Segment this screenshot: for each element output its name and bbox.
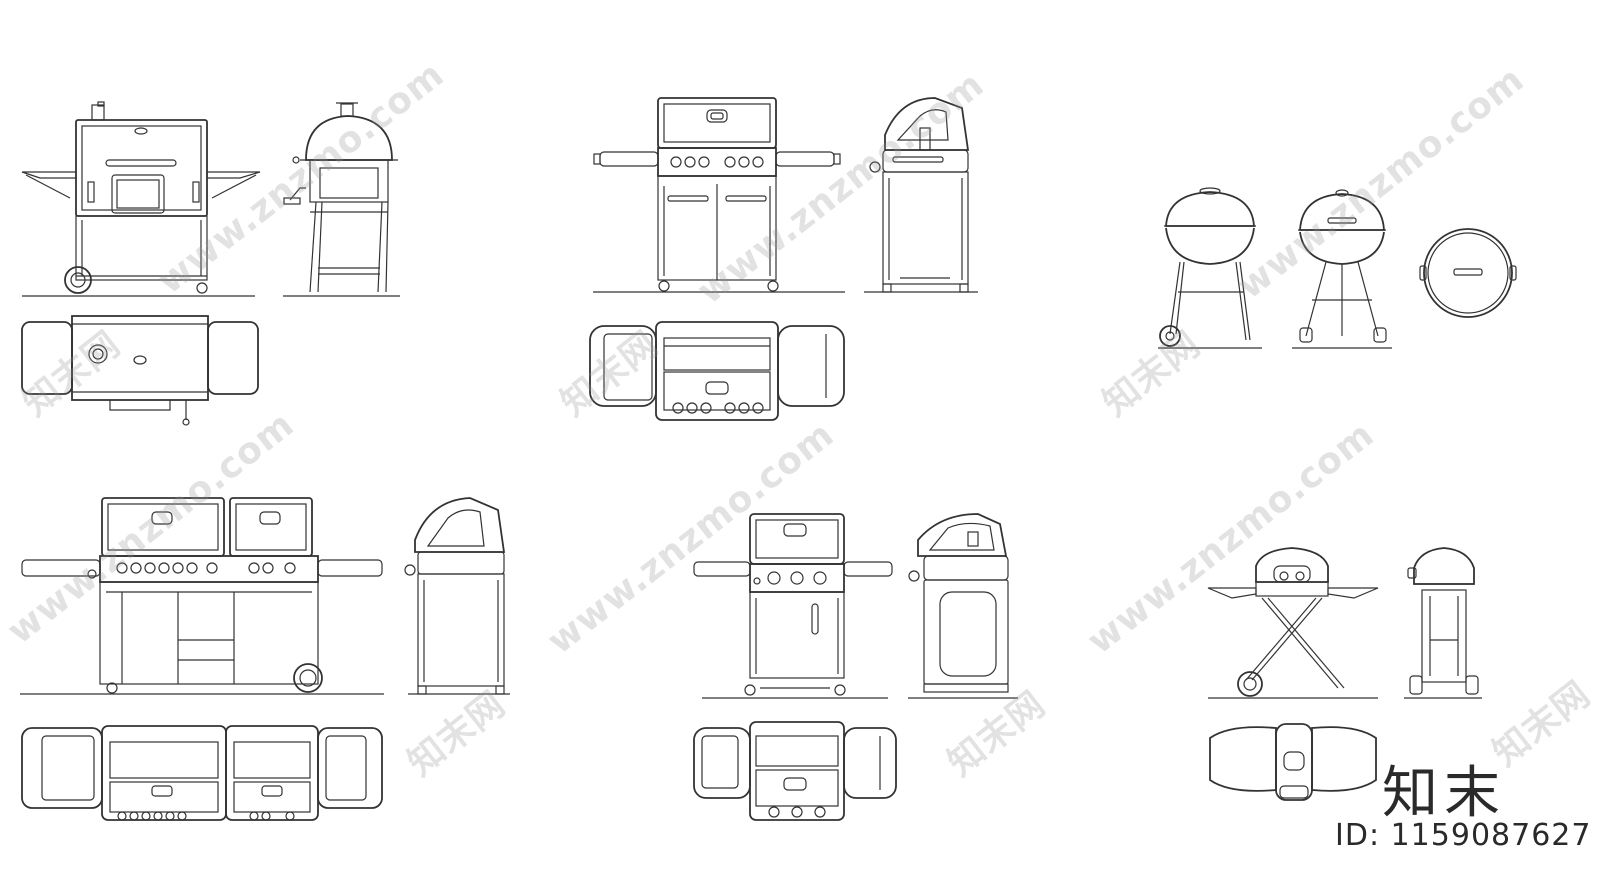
gas-grill-three-burner-top-view — [693, 721, 897, 821]
gas-grill-large-side-view — [404, 497, 510, 695]
gas-grill-four-burner-side-view — [864, 97, 978, 293]
portable-grill-side-view — [1404, 547, 1482, 699]
portable-grill-top-view — [1209, 723, 1377, 801]
portable-grill-front-view — [1207, 547, 1379, 699]
gas-grill-three-burner-front-view — [693, 513, 893, 699]
barrel-grill-top-view — [21, 315, 259, 426]
kettle-grill-side-view — [1292, 189, 1392, 349]
kettle-grill-front-view — [1158, 187, 1262, 349]
barrel-grill-side-view — [283, 102, 400, 297]
barrel-grill-front-view — [21, 101, 261, 297]
gas-grill-three-burner-side-view — [908, 513, 1018, 699]
gas-grill-four-burner-front-view — [593, 97, 845, 293]
brand-logo: 知末 — [1382, 761, 1506, 826]
gas-grill-four-burner-top-view — [589, 321, 845, 421]
gas-grill-large-top-view — [21, 725, 383, 821]
image-id-label: ID: 1159087627 — [1335, 818, 1592, 853]
kettle-grill-top-view — [1419, 228, 1517, 318]
gas-grill-large-front-view — [20, 497, 384, 695]
